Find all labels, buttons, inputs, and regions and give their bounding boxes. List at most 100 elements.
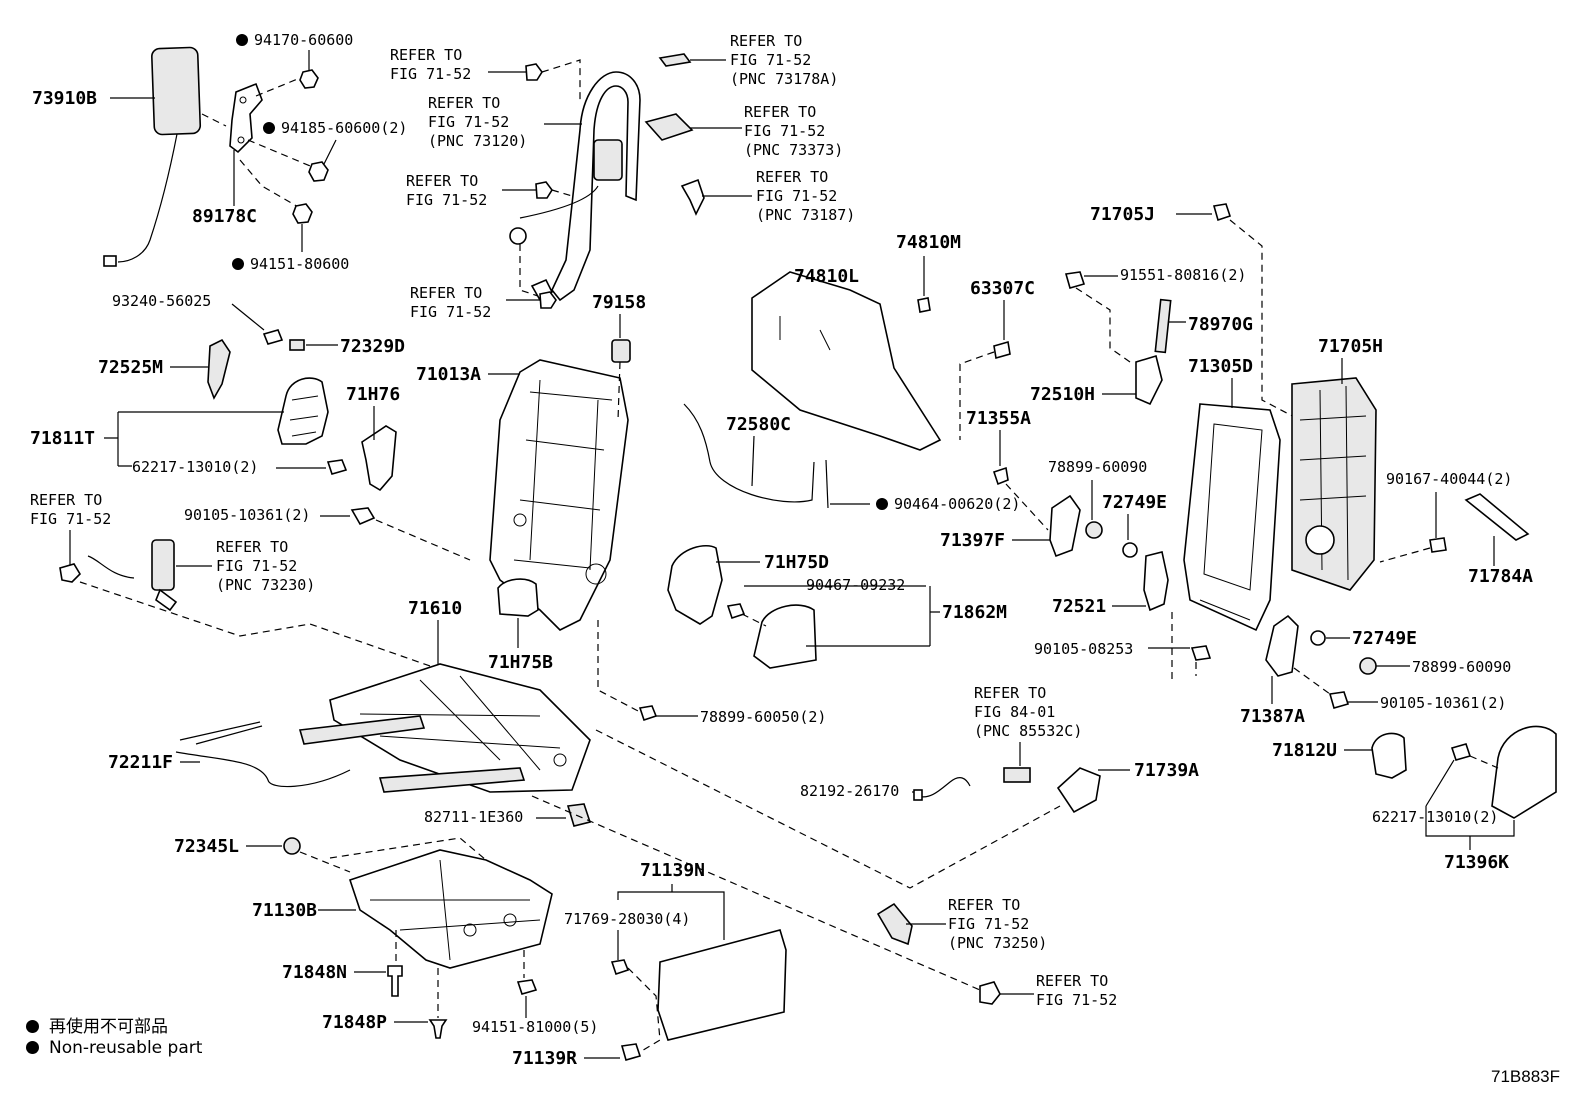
label-82711-1E360: 82711-1E360 (424, 808, 523, 826)
refer-to-text: REFER TO (428, 94, 500, 112)
label-74810M: 74810M (896, 232, 961, 253)
cover-71139N (657, 929, 787, 1041)
refer-to-text: REFER TO (216, 538, 288, 556)
bolt-icon (979, 981, 1001, 1005)
label-72749E-2: 72749E (1352, 628, 1417, 649)
strip-71784A (1464, 493, 1530, 541)
screw-icon (262, 329, 284, 345)
label-90467-09232: 90467-09232 (806, 576, 905, 594)
side-airbag (103, 46, 202, 267)
cover-71739A (1056, 767, 1101, 814)
harness-82192 (917, 777, 971, 798)
clip-icon (566, 803, 592, 827)
label-71013A: 71013A (416, 364, 481, 385)
label-89178C: 89178C (192, 206, 257, 227)
label-93240-56025: 93240-56025 (112, 292, 211, 310)
figure-id: 71B883F (1491, 1067, 1560, 1086)
label-94170-60600: 94170-60600 (254, 31, 353, 49)
screw-icon (326, 459, 348, 475)
clip-icon (610, 959, 630, 976)
refer-to-pnc: (PNC 73230) (216, 576, 315, 594)
label-71397F: 71397F (940, 530, 1005, 551)
latch-72510H (1135, 354, 1163, 406)
label-plate-78970G (1154, 298, 1172, 354)
non-reusable-dot (876, 498, 888, 510)
legend-jp-text: 再使用不可部品 (49, 1017, 168, 1037)
bolt-icon (525, 63, 543, 81)
cap-icon (283, 837, 301, 855)
label-71848N: 71848N (282, 962, 347, 983)
label-90105-10361: 90105-10361(2) (184, 506, 310, 524)
label-71848P: 71848P (322, 1012, 387, 1033)
refer-to-fig: FIG 71-52 (428, 113, 509, 131)
label-71H75B: 71H75B (488, 652, 553, 673)
label-62217-13010-2: 62217-13010(2) (1372, 808, 1498, 826)
bolt-icon (1064, 271, 1086, 289)
label-94151-81000: 94151-81000(5) (472, 1018, 598, 1036)
cover-71H76 (361, 425, 397, 492)
label-71705H: 71705H (1318, 336, 1383, 357)
refer-to-text: REFER TO (390, 46, 462, 64)
label-71705J: 71705J (1090, 204, 1155, 225)
refer-to-text: REFER TO (406, 172, 478, 190)
label-72580C: 72580C (726, 414, 791, 435)
label-71811T: 71811T (30, 428, 95, 449)
refer-to-fig: FIG 71-52 (744, 122, 825, 140)
label-71739A: 71739A (1134, 760, 1199, 781)
cap-icon (1085, 521, 1103, 539)
non-reusable-dot (263, 122, 275, 134)
label-72329D: 72329D (340, 336, 405, 357)
non-reusable-dot (232, 258, 244, 270)
nut-icon (308, 161, 329, 182)
nut-icon (516, 979, 538, 995)
clip-73250 (876, 902, 913, 946)
bolt-icon (1190, 645, 1212, 661)
seat-belt-assembly (509, 71, 641, 302)
clip-icon (992, 466, 1009, 486)
connector-icon (1003, 767, 1031, 783)
bolt-icon (350, 507, 376, 526)
refer-to-text: REFER TO (948, 896, 1020, 914)
label-90105-08253: 90105-08253 (1034, 640, 1133, 658)
refer-to-pnc: (PNC 73250) (948, 934, 1047, 952)
label-94185-60600: 94185-60600(2) (281, 119, 407, 137)
refer-to-text: REFER TO (744, 103, 816, 121)
label-73910B: 73910B (32, 88, 97, 109)
seat-cushion-frame-71610 (298, 663, 591, 793)
clip-icon (1429, 537, 1447, 553)
label-78899-60090-2: 78899-60090 (1412, 658, 1511, 676)
label-79158: 79158 (592, 292, 646, 313)
seat-base-71130B (348, 849, 553, 969)
clip-icon (620, 1043, 642, 1061)
clip-79158 (611, 339, 631, 363)
clip-icon (289, 339, 305, 351)
bullet-icon (26, 1041, 39, 1054)
refer-to-pnc: (PNC 85532C) (974, 722, 1082, 740)
refer-to-fig: FIG 71-52 (30, 510, 111, 528)
non-reusable-dot (236, 34, 248, 46)
label-71355A: 71355A (966, 408, 1031, 429)
label-94151-80600: 94151-80600 (250, 255, 349, 273)
screw-icon (1450, 743, 1472, 761)
label-62217-13010: 62217-13010(2) (132, 458, 258, 476)
label-63307C: 63307C (970, 278, 1035, 299)
clip-icon (1212, 203, 1232, 222)
refer-to-fig: FIG 71-52 (216, 557, 297, 575)
cover-icon (658, 53, 692, 67)
label-90105-10361-2: 90105-10361(2) (1380, 694, 1506, 712)
cover-71811T (277, 377, 329, 445)
nut-icon (299, 69, 319, 89)
label-71139N: 71139N (640, 860, 705, 881)
label-72525M: 72525M (98, 357, 163, 378)
label-90464-00620: 90464-00620(2) (894, 495, 1020, 513)
refer-to-pnc: (PNC 73120) (428, 132, 527, 150)
bolt-icon (1328, 691, 1350, 709)
label-71862M: 71862M (942, 602, 1007, 623)
label-72749E: 72749E (1102, 492, 1167, 513)
refer-to-text: REFER TO (410, 284, 482, 302)
legend-en-text: Non-reusable part (49, 1038, 203, 1058)
label-74810L: 74810L (794, 266, 859, 287)
cover-71396K (1491, 725, 1557, 819)
